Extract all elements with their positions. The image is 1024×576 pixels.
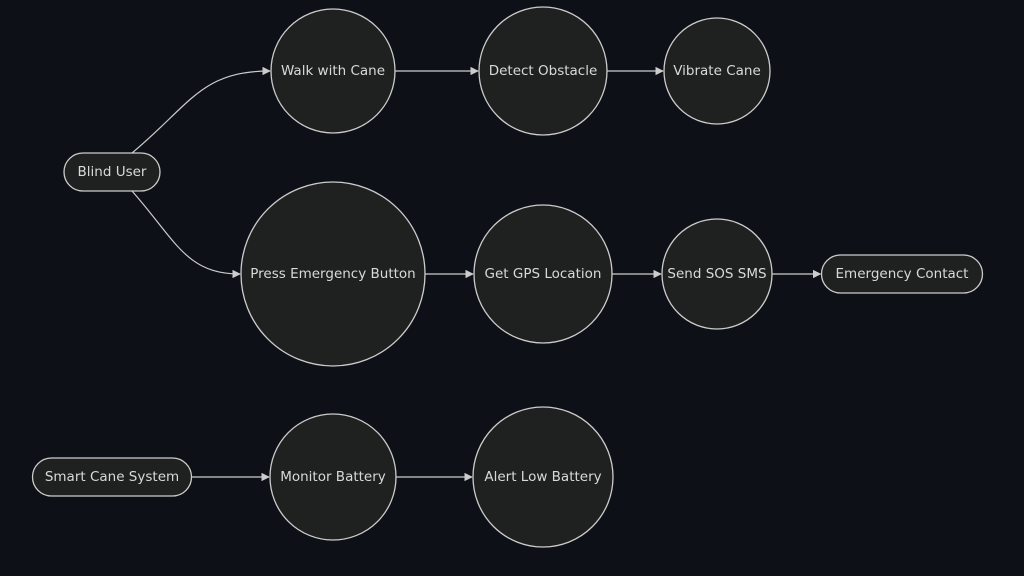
node-shape — [270, 8, 396, 134]
node-shape — [240, 181, 426, 367]
node-walk[interactable]: Walk with Cane — [270, 8, 396, 134]
node-alert[interactable]: Alert Low Battery — [472, 406, 614, 548]
edge-blind_user-to-press — [131, 190, 241, 279]
node-label: Send SOS SMS — [667, 266, 766, 282]
node-monitor[interactable]: Monitor Battery — [269, 413, 397, 541]
node-shape — [472, 406, 614, 548]
node-contact[interactable]: Emergency Contact — [820, 254, 984, 294]
node-label: Emergency Contact — [836, 266, 969, 282]
node-blind-user[interactable]: Blind User — [63, 152, 161, 192]
node-label: Get GPS Location — [485, 266, 602, 282]
node-detect[interactable]: Detect Obstacle — [478, 6, 608, 136]
node-shape — [661, 218, 773, 330]
node-shape — [473, 204, 613, 344]
node-shape — [63, 152, 161, 192]
node-system[interactable]: Smart Cane System — [31, 457, 193, 497]
node-shape — [478, 6, 608, 136]
node-label: Press Emergency Button — [250, 266, 415, 282]
node-press[interactable]: Press Emergency Button — [240, 181, 426, 367]
node-label: Smart Cane System — [45, 469, 179, 485]
node-shape — [663, 17, 771, 125]
node-label: Blind User — [78, 164, 147, 180]
node-shape — [269, 413, 397, 541]
node-label: Detect Obstacle — [489, 63, 598, 79]
node-gps[interactable]: Get GPS Location — [473, 204, 613, 344]
node-shape — [31, 457, 193, 497]
node-label: Vibrate Cane — [673, 63, 761, 79]
node-label: Alert Low Battery — [484, 469, 601, 485]
edge-blind_user-to-walk — [131, 66, 271, 154]
node-vibrate[interactable]: Vibrate Cane — [663, 17, 771, 125]
node-sos[interactable]: Send SOS SMS — [661, 218, 773, 330]
node-label: Monitor Battery — [280, 469, 386, 485]
node-shape — [820, 254, 984, 294]
node-label: Walk with Cane — [281, 63, 385, 79]
